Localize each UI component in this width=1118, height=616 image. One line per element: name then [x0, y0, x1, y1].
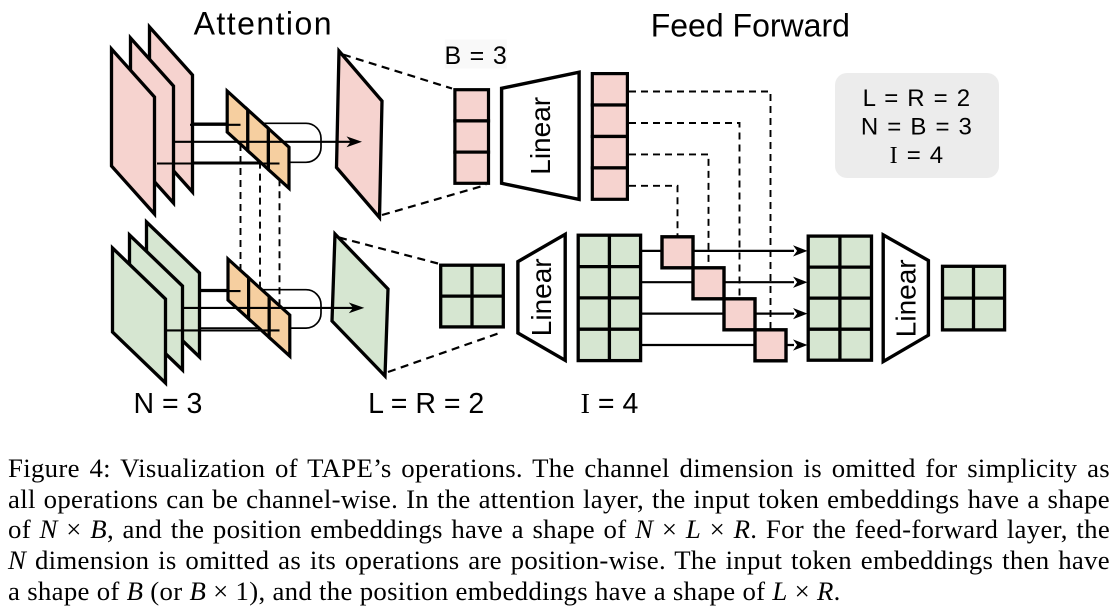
svg-text:Linear: Linear — [525, 97, 556, 175]
svg-text:I = 4: I = 4 — [890, 142, 945, 169]
svg-text:L = R = 2: L = R = 2 — [368, 388, 484, 420]
svg-text:B = 3: B = 3 — [444, 42, 507, 70]
svg-text:N = 3: N = 3 — [133, 388, 202, 420]
svg-text:Attention: Attention — [194, 6, 333, 42]
svg-text:L = R = 2: L = R = 2 — [863, 85, 972, 112]
svg-text:Linear: Linear — [526, 258, 557, 336]
svg-text:Linear: Linear — [890, 259, 921, 337]
svg-text:N = B = 3: N = B = 3 — [861, 114, 973, 141]
svg-text:Feed Forward: Feed Forward — [651, 7, 850, 43]
svg-text:I = 4: I = 4 — [580, 388, 638, 420]
